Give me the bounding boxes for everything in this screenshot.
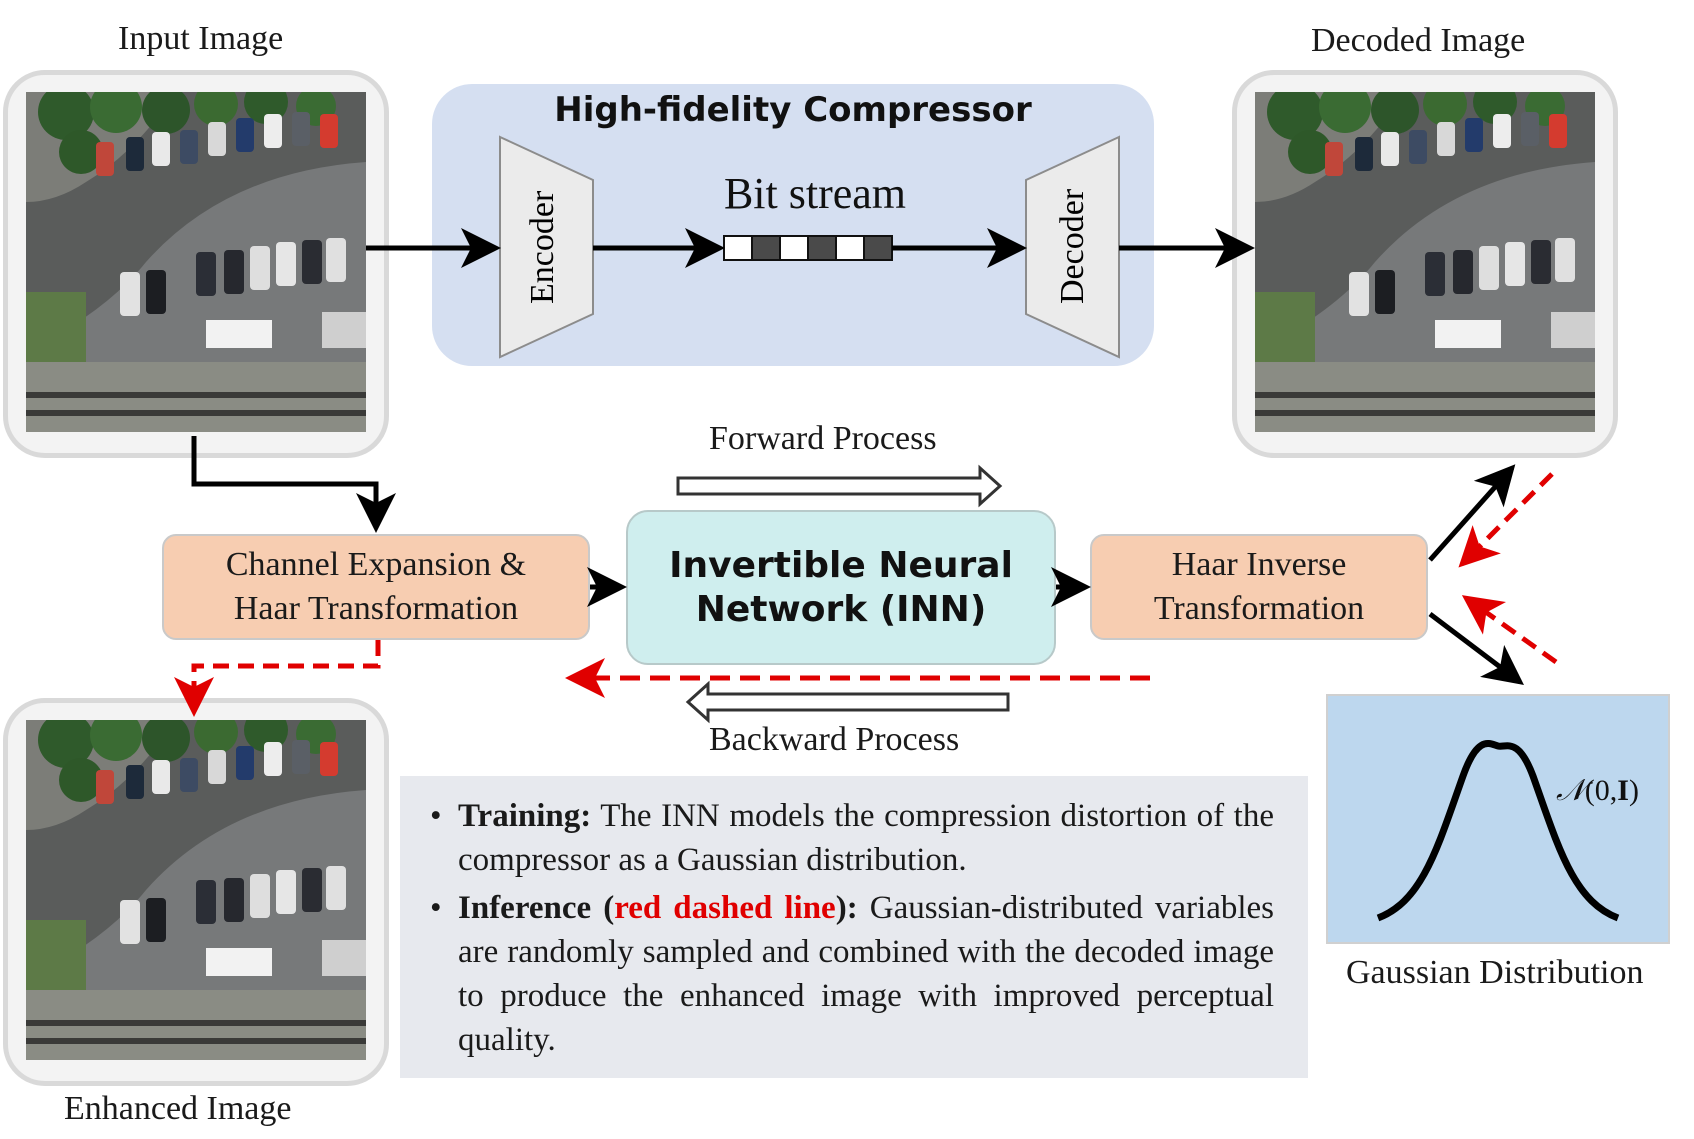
bit-stream-bar: [723, 235, 893, 261]
encoder-shape: [499, 135, 594, 359]
decoded-image-label: Decoded Image: [1311, 22, 1526, 59]
inn-line1: Invertible Neural: [669, 544, 1013, 586]
gaussian-formula: 𝒩(0,I): [1556, 774, 1639, 808]
channel-expansion-line2: Haar Transformation: [233, 590, 519, 627]
input-image-label: Input Image: [118, 20, 284, 57]
enhanced-image: [26, 720, 366, 1060]
inn-block: Invertible Neural Network (INN): [626, 510, 1056, 665]
gaussian-distribution-label: Gaussian Distribution: [1346, 954, 1644, 991]
gaussian-panel: [1326, 694, 1670, 944]
input-image: [26, 92, 366, 432]
training-text: The INN models the compression distortio…: [458, 798, 1274, 878]
haar-inverse-line2: Transformation: [1153, 590, 1365, 627]
bit-stream-label: Bit stream: [723, 169, 907, 218]
training-label: Training:: [458, 798, 592, 834]
inference-note: Inference (red dashed line): Gaussian-di…: [430, 886, 1275, 1062]
gaussian-formula-close: ): [1628, 774, 1639, 807]
channel-expansion-block: Channel Expansion & Haar Transformation: [162, 534, 590, 640]
decoder-shape: [1025, 135, 1120, 359]
inn-line2: Network (INN): [695, 588, 987, 630]
notes-box: Training: The INN models the compression…: [400, 776, 1308, 1078]
gaussian-formula-i: I: [1617, 774, 1629, 807]
inference-red-text: red dashed line: [614, 890, 836, 926]
inference-label: Inference (: [458, 890, 615, 926]
decoded-image: [1255, 92, 1595, 432]
gaussian-curve: [1376, 740, 1620, 922]
backward-process-label: Backward Process: [709, 721, 960, 758]
training-note: Training: The INN models the compression…: [430, 794, 1274, 882]
gaussian-formula-args: (0,: [1584, 774, 1618, 807]
haar-inverse-block: Haar Inverse Transformation: [1090, 534, 1428, 640]
gaussian-formula-n: 𝒩: [1556, 774, 1585, 807]
inference-text: Gaussian-distributed variables are rando…: [458, 890, 1275, 1058]
decoder-label: Decoder: [1054, 188, 1091, 304]
compressor-title: High-fidelity Compressor: [554, 90, 1032, 130]
haar-inverse-line1: Haar Inverse: [1171, 546, 1347, 583]
enhanced-image-label: Enhanced Image: [64, 1090, 292, 1127]
channel-expansion-line1: Channel Expansion &: [225, 546, 527, 583]
encoder-label: Encoder: [524, 190, 561, 304]
inference-label-close: ):: [835, 890, 858, 926]
forward-process-label: Forward Process: [709, 420, 937, 457]
